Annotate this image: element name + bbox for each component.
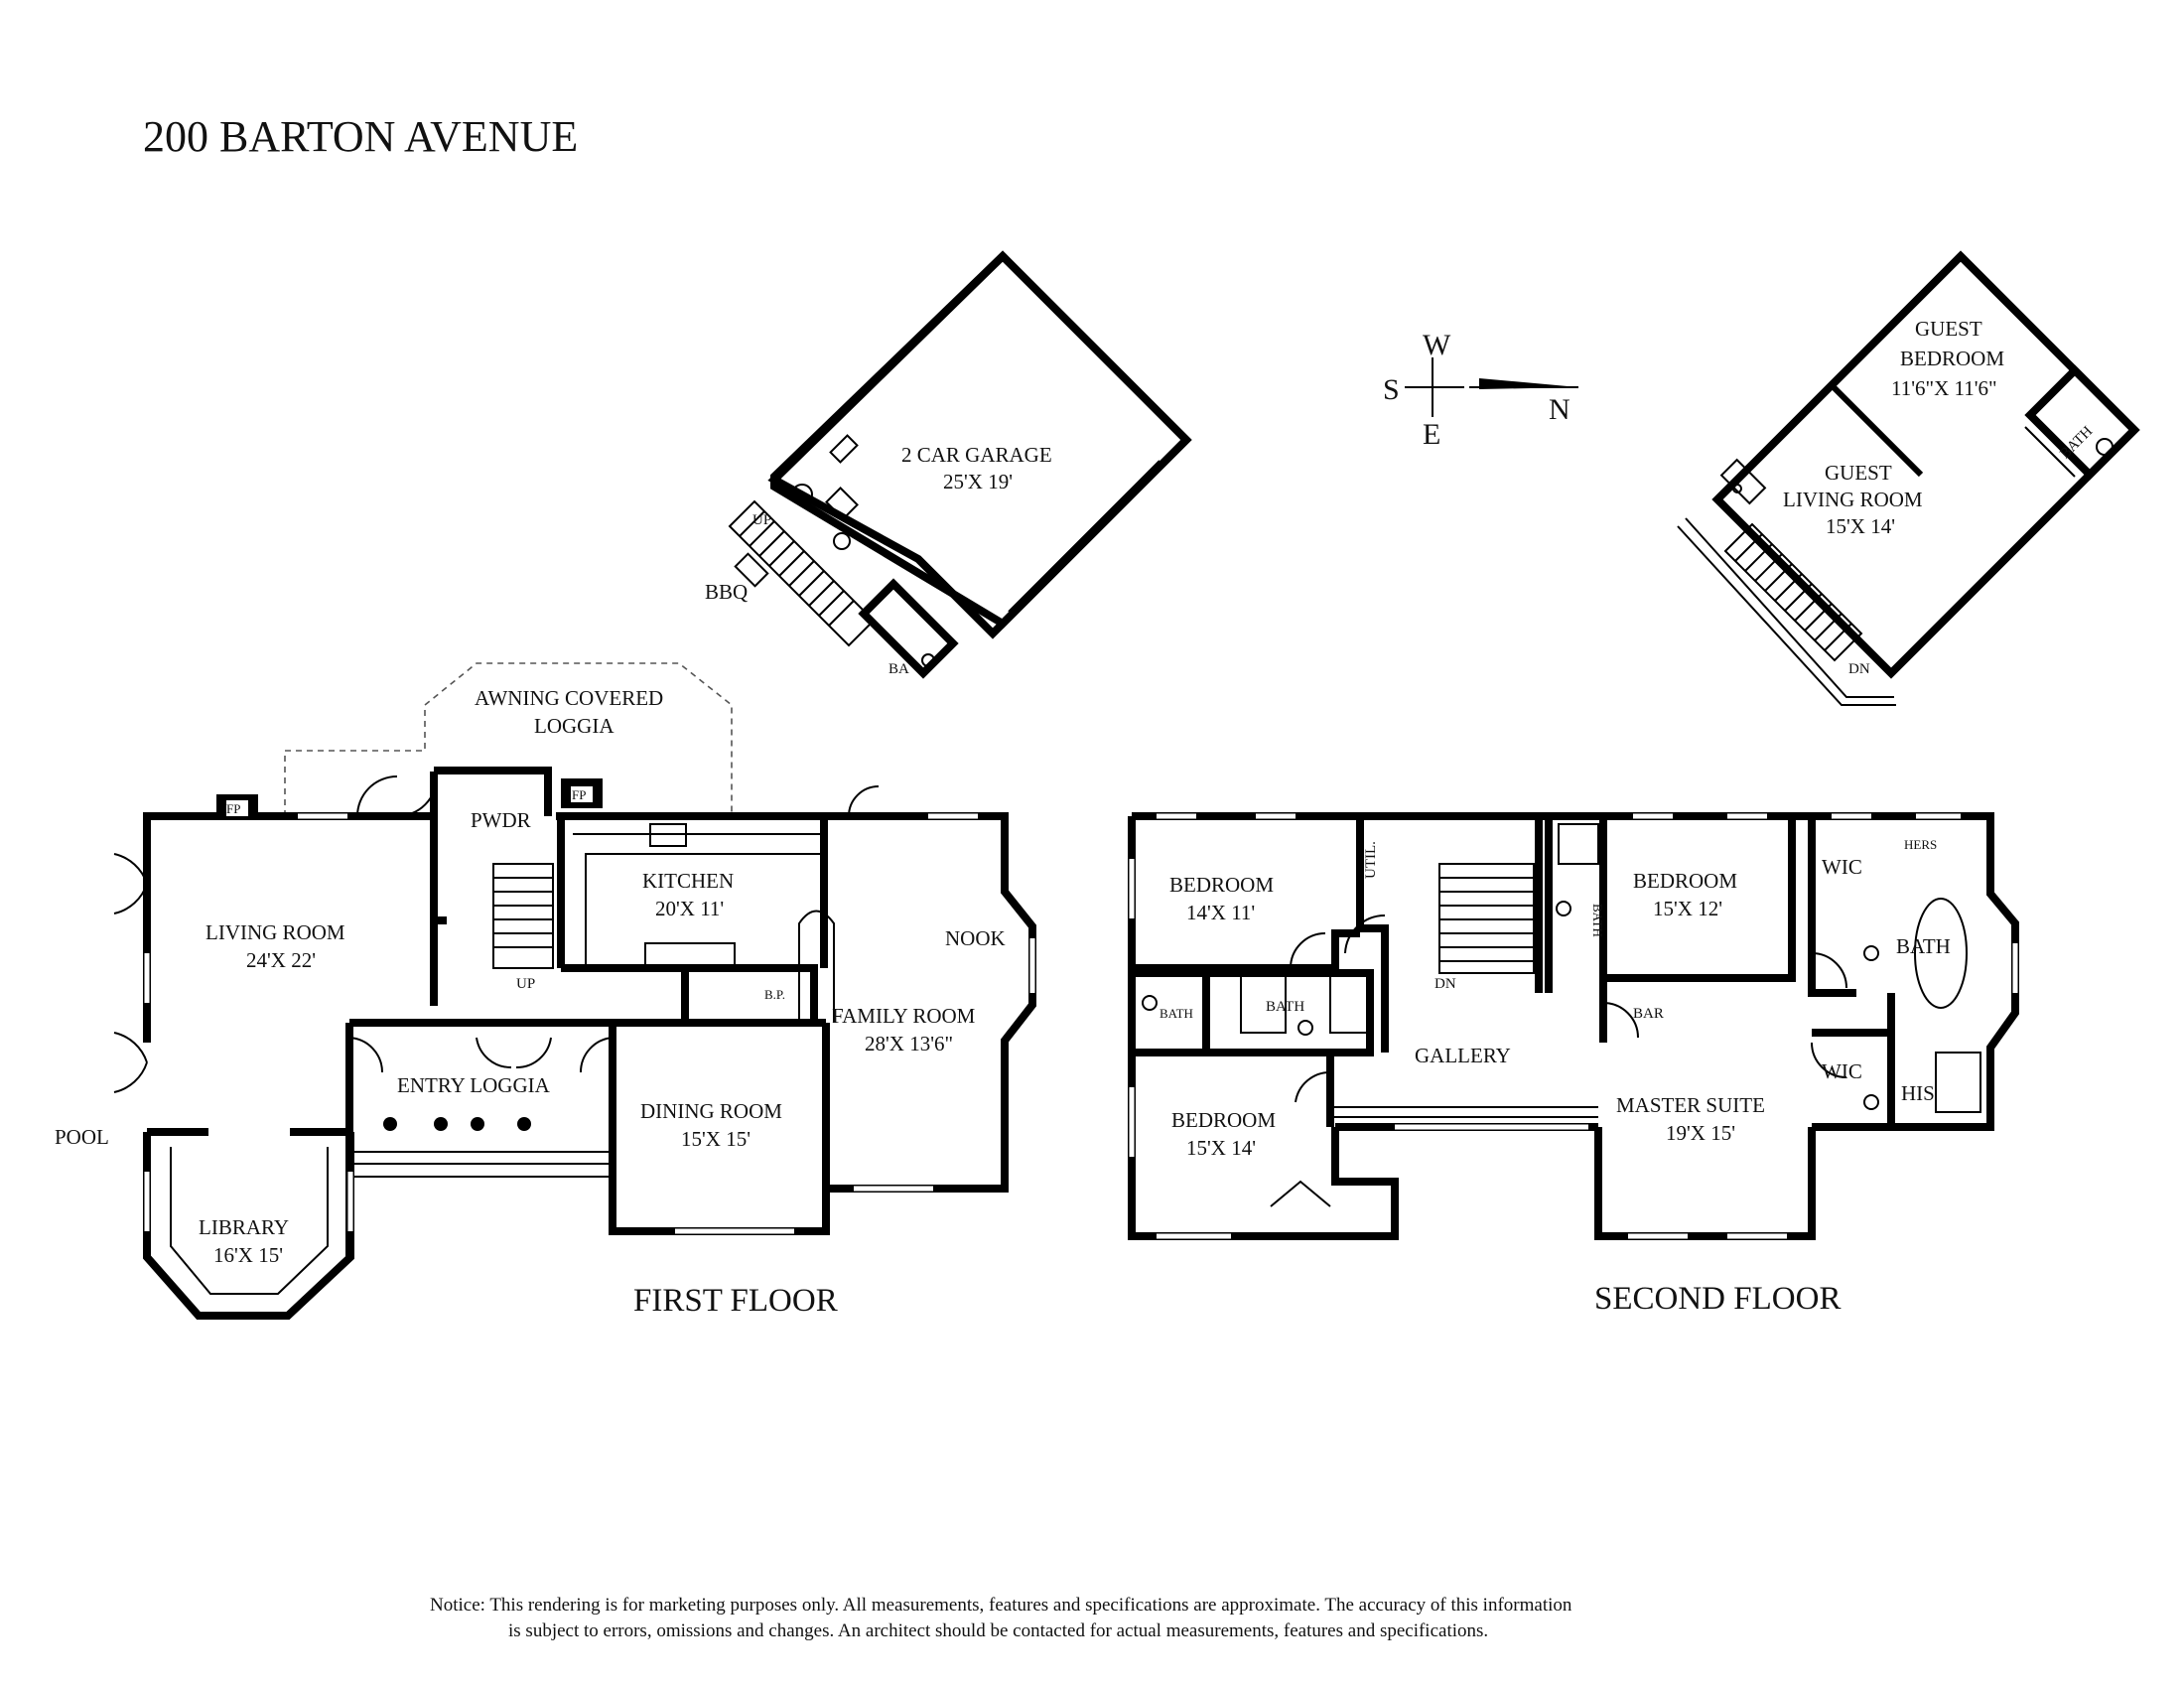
first-floor-plan: AWNING COVERED LOGGIA FP FP PWDR KITCHEN… bbox=[55, 662, 1036, 1320]
bedroom2-dims: 15'X 12' bbox=[1653, 897, 1722, 920]
guest-bedroom-name: GUEST bbox=[1915, 317, 1982, 341]
guest-bedroom-dims: 11'6"X 11'6" bbox=[1891, 376, 1997, 400]
bath-center-label: BATH bbox=[1590, 904, 1605, 937]
master-suite-dims: 19'X 15' bbox=[1666, 1121, 1735, 1145]
hers-label: HERS bbox=[1904, 837, 1937, 852]
fireplace-label-2: FP bbox=[572, 787, 586, 802]
compass-n: N bbox=[1549, 393, 1570, 426]
second-floor-dn: DN bbox=[1434, 976, 1456, 992]
living-room-dims: 24'X 22' bbox=[246, 948, 316, 972]
dining-room-dims: 15'X 15' bbox=[681, 1127, 751, 1151]
compass-w: W bbox=[1423, 329, 1451, 361]
dining-room-label: DINING ROOM bbox=[640, 1099, 782, 1123]
garage-up: UP bbox=[752, 512, 771, 528]
property-title: 200 BARTON AVENUE bbox=[143, 112, 578, 161]
guest-bedroom-name2: BEDROOM bbox=[1900, 347, 2004, 370]
garage-bbq: BBQ bbox=[705, 580, 748, 604]
guest-living-name2: LIVING ROOM bbox=[1783, 488, 1923, 511]
library-dims: 16'X 15' bbox=[213, 1243, 283, 1267]
bedroom2-label: BEDROOM bbox=[1633, 869, 1737, 893]
notice-line-2: is subject to errors, omissions and chan… bbox=[508, 1620, 1488, 1641]
first-floor-up: UP bbox=[516, 976, 535, 992]
family-room-label: FAMILY ROOM bbox=[832, 1004, 976, 1028]
pool-label: POOL bbox=[55, 1125, 109, 1149]
guest-house-plan: GUEST BEDROOM 11'6"X 11'6" GUEST LIVING … bbox=[1677, 250, 2140, 706]
fireplace-label-1: FP bbox=[226, 801, 240, 816]
wic2-label: WIC bbox=[1822, 1059, 1862, 1083]
first-floor-title: FIRST FLOOR bbox=[633, 1283, 838, 1319]
master-suite-label: MASTER SUITE bbox=[1616, 1093, 1765, 1117]
guest-dn: DN bbox=[1848, 661, 1870, 677]
compass-e: E bbox=[1423, 418, 1440, 451]
entry-loggia-label: ENTRY LOGGIA bbox=[397, 1073, 551, 1097]
compass-s: S bbox=[1383, 373, 1400, 406]
bath-left-label: BATH bbox=[1160, 1006, 1193, 1021]
garage-dims: 25'X 19' bbox=[943, 470, 1013, 493]
library-label: LIBRARY bbox=[199, 1215, 289, 1239]
gallery-label: GALLERY bbox=[1415, 1044, 1511, 1067]
living-room-label: LIVING ROOM bbox=[205, 920, 345, 944]
awning-label-2: LOGGIA bbox=[534, 714, 614, 738]
kitchen-dims: 20'X 11' bbox=[655, 897, 724, 920]
family-room-dims: 28'X 13'6" bbox=[865, 1032, 953, 1055]
guest-living-dims: 15'X 14' bbox=[1826, 514, 1895, 538]
second-floor-title: SECOND FLOOR bbox=[1594, 1281, 1841, 1317]
bedroom3-label: BEDROOM bbox=[1171, 1108, 1276, 1132]
garage-plan: 2 CAR GARAGE 25'X 19' UP BBQ BA bbox=[705, 250, 1192, 679]
garage-ba: BA bbox=[888, 661, 909, 677]
bedroom1-dims: 14'X 11' bbox=[1186, 901, 1255, 924]
guest-living-name: GUEST bbox=[1825, 461, 1892, 485]
pwdr-label: PWDR bbox=[471, 808, 531, 832]
wic1-label: WIC bbox=[1822, 855, 1862, 879]
bp-label: B.P. bbox=[764, 987, 785, 1002]
awning-label-1: AWNING COVERED bbox=[475, 686, 663, 710]
bath-jack-label: BATH bbox=[1266, 999, 1304, 1015]
master-bath-label: BATH bbox=[1896, 934, 1951, 958]
bedroom1-label: BEDROOM bbox=[1169, 873, 1274, 897]
his-label: HIS bbox=[1901, 1081, 1935, 1105]
util-label: UTIL. bbox=[1363, 841, 1379, 879]
garage-name: 2 CAR GARAGE bbox=[901, 443, 1052, 467]
nook-label: NOOK bbox=[945, 926, 1006, 950]
notice-line-1: Notice: This rendering is for marketing … bbox=[430, 1595, 1572, 1616]
bedroom3-dims: 15'X 14' bbox=[1186, 1136, 1256, 1160]
kitchen-label: KITCHEN bbox=[642, 869, 734, 893]
second-floor-plan: BEDROOM 14'X 11' UTIL. BATH BEDROOM 15'X… bbox=[1128, 812, 2019, 1317]
compass-rose: W S E N bbox=[1383, 329, 1578, 451]
bar-label: BAR bbox=[1633, 1006, 1664, 1022]
